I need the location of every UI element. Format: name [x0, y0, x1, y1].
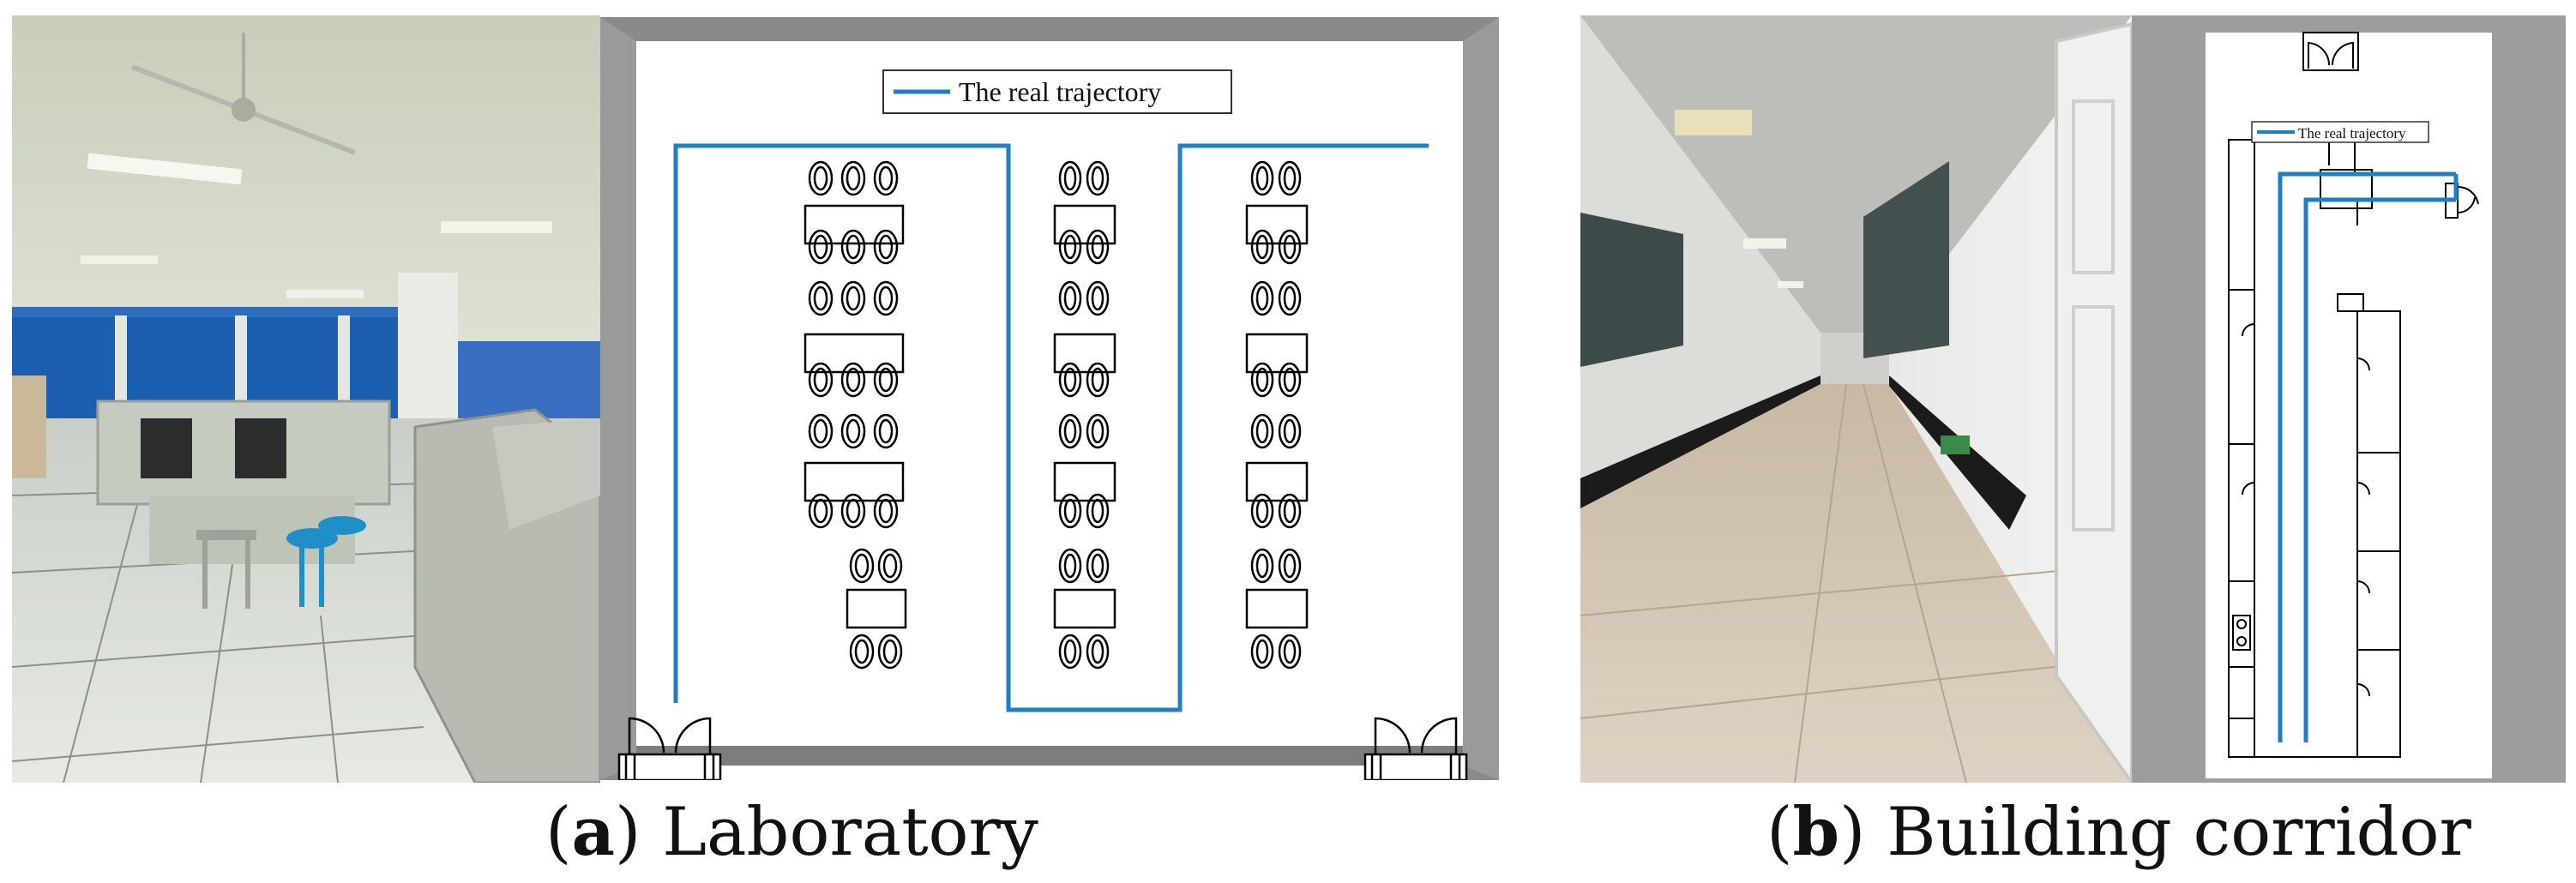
room-door-arcs [2242, 323, 2370, 697]
corridor-top-door [2302, 32, 2359, 71]
desk [846, 588, 907, 629]
desk [803, 333, 905, 374]
legend-label: The real trajectory [959, 76, 1161, 107]
desk [1245, 204, 1309, 245]
desk [1245, 588, 1309, 629]
desk-column-1 [803, 160, 907, 670]
desk [1245, 333, 1309, 374]
trajectory-path [2278, 171, 2459, 742]
laboratory-photo [12, 15, 600, 783]
desk [1053, 333, 1116, 374]
caption-panel-a: (a) Laboratory [545, 793, 1038, 871]
door-left [617, 717, 722, 780]
chair-row [808, 160, 899, 196]
laboratory-floor-plan: The real trajectory [600, 17, 1499, 780]
door-right [1363, 717, 1468, 780]
desk [1053, 461, 1116, 502]
caption-panel-b: (b) Building corridor [1766, 793, 2471, 871]
caption-text: Laboratory [662, 794, 1038, 871]
trajectory-path [673, 143, 1429, 712]
legend-label: The real trajectory [2298, 125, 2406, 141]
corridor-floor-plan: The real trajectory [2132, 15, 2566, 783]
legend: The real trajectory [2251, 121, 2429, 143]
desk [1245, 461, 1309, 502]
desk [1053, 588, 1116, 629]
panel-letter: a [571, 793, 615, 871]
desk [1053, 204, 1116, 245]
corridor-photo [1580, 15, 2132, 783]
legend: The real trajectory [882, 69, 1232, 114]
fixtures [2232, 293, 2364, 651]
corridor-right-door [2457, 185, 2479, 214]
desk-column-2 [1053, 160, 1116, 670]
caption-text: Building corridor [1887, 794, 2471, 871]
desk [803, 204, 905, 245]
desk-column-3 [1245, 160, 1309, 670]
panel-letter: b [1792, 793, 1839, 871]
chair-row [1058, 160, 1110, 196]
chair-row [1250, 160, 1302, 196]
